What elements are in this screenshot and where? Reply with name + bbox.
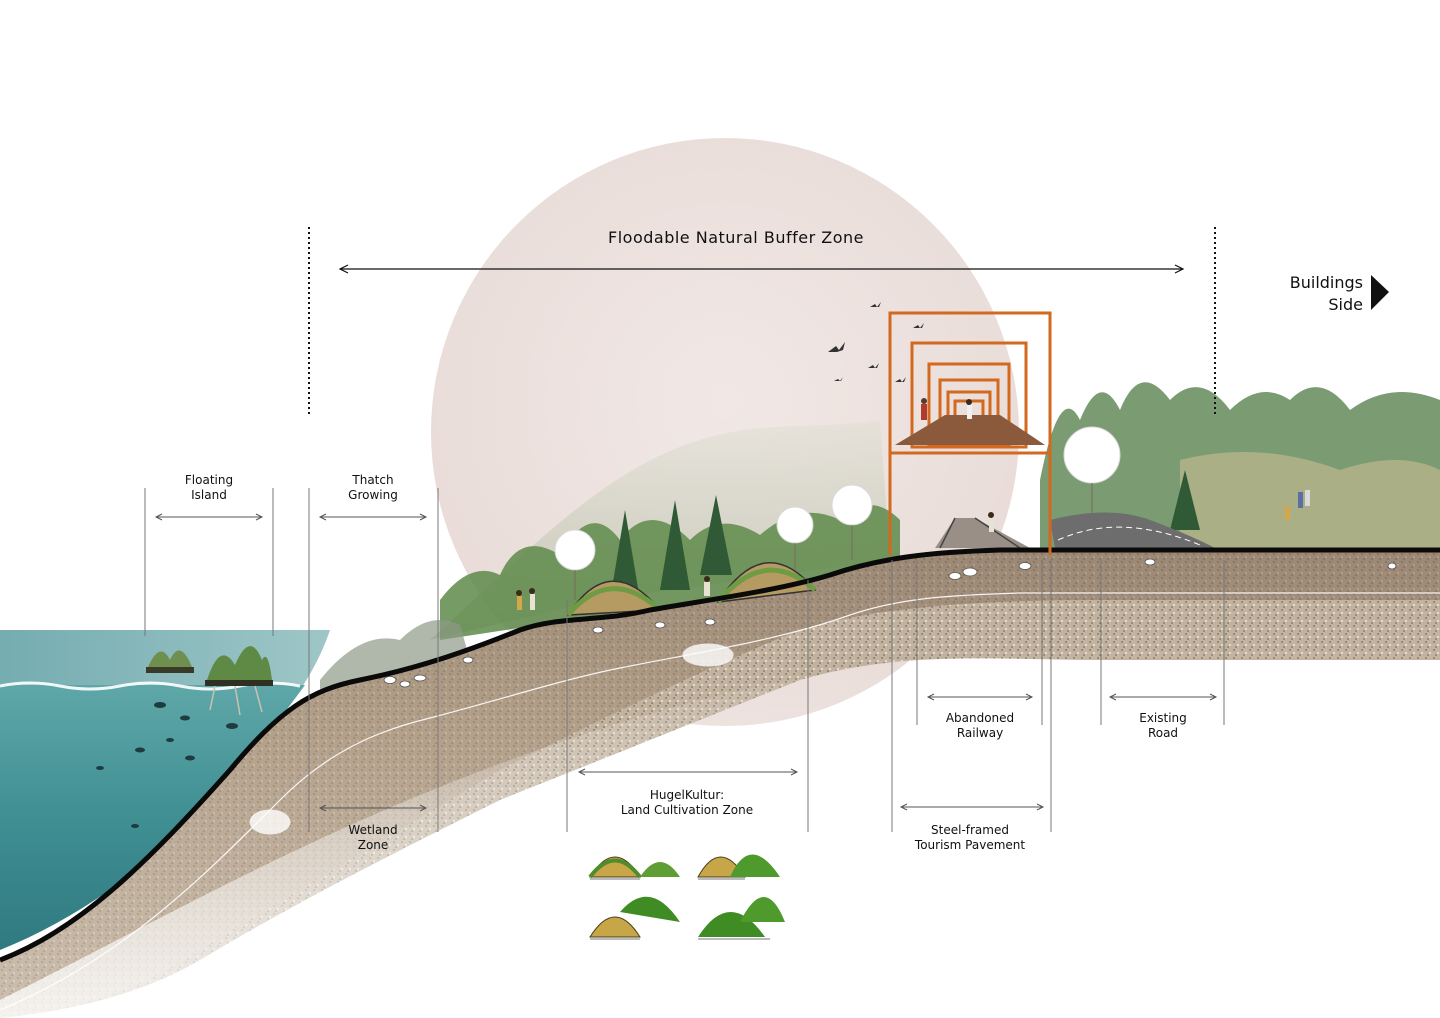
floating-island-line2: Island	[191, 488, 227, 502]
white-trees	[554, 426, 1121, 600]
existing-road-line1: Existing	[1139, 711, 1187, 725]
thatch-growing-line1: Thatch	[352, 473, 394, 487]
hugelkultur-line1: HugelKultur:	[649, 788, 725, 802]
water-body	[0, 685, 305, 950]
hugelkultur-line2: Land Cultivation Zone	[620, 803, 754, 817]
road	[1050, 512, 1215, 548]
conifers	[610, 470, 1200, 600]
label-hugelkultur: HugelKultur: Land Cultivation Zone	[587, 788, 787, 818]
dimension-arrows	[154, 513, 1218, 812]
steel-pavement-line2: Tourism Pavement	[914, 838, 1026, 852]
label-existing-road: Existing Road	[1113, 711, 1213, 741]
buildings-side-line1: Buildings	[1289, 273, 1363, 292]
abandoned-railway-line2: Railway	[956, 726, 1004, 740]
hugelkultur-illustration	[580, 832, 792, 950]
diagram-title: Floodable Natural Buffer Zone	[608, 228, 864, 247]
birds	[828, 302, 924, 382]
label-wetland-zone: Wetland Zone	[323, 823, 423, 853]
wetland-zone-line2: Zone	[357, 838, 389, 852]
railway	[935, 517, 1030, 549]
wetland-zone-line1: Wetland	[348, 823, 398, 837]
label-abandoned-railway: Abandoned Railway	[930, 711, 1030, 741]
thatch-growing-line2: Growing	[348, 488, 398, 502]
buildings-side-line2: Side	[1328, 295, 1363, 314]
buildings-side-arrow-icon	[1371, 275, 1389, 310]
ground-line	[0, 547, 1440, 963]
floating-island-mats	[146, 646, 273, 716]
sub-layer-line	[0, 592, 1440, 1011]
buffer-zone-arrow	[338, 264, 1185, 274]
abandoned-railway-line1: Abandoned	[945, 711, 1015, 725]
floating-island-line1: Floating	[184, 473, 234, 487]
fish	[96, 702, 238, 828]
label-floating-island: Floating Island	[159, 473, 259, 503]
boardwalk-deck	[895, 415, 1045, 445]
soil-void	[682, 643, 734, 667]
label-thatch-growing: Thatch Growing	[323, 473, 423, 503]
existing-road-line2: Road	[1147, 726, 1179, 740]
people	[516, 398, 1310, 610]
steel-pavement-line1: Steel-framed	[931, 823, 1009, 837]
dimension-lines	[144, 488, 1225, 832]
label-steel-pavement: Steel-framed Tourism Pavement	[895, 823, 1045, 853]
pebbles	[383, 558, 1397, 688]
buildings-side-label: Buildings Side	[1250, 272, 1363, 316]
soil-void	[249, 809, 291, 835]
